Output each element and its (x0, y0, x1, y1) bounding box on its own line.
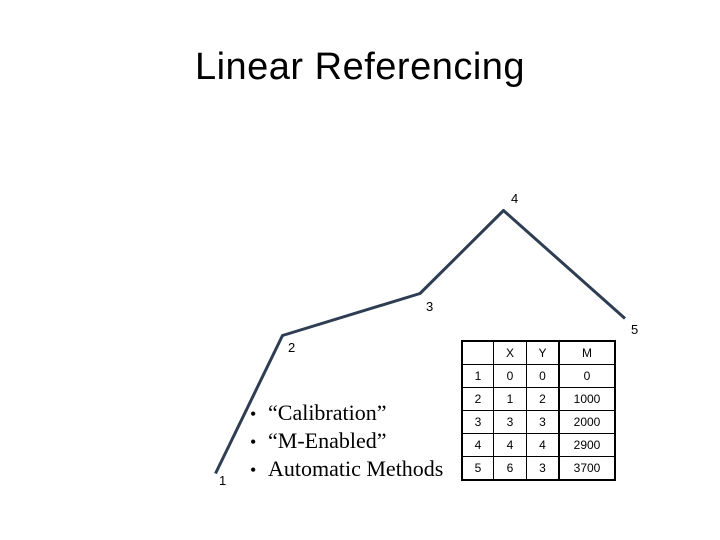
table-cell: 2000 (558, 410, 616, 434)
table-cell: 2900 (558, 433, 616, 457)
table-row: 2 1 2 1000 (461, 387, 616, 411)
table-cell: 3 (493, 410, 527, 434)
list-item: • Automatic Methods (250, 455, 443, 483)
table-cell: 0 (558, 364, 616, 388)
table-header-m: M (558, 340, 616, 365)
coordinate-table: X Y M 1 0 0 0 2 1 2 1000 3 3 3 2000 (461, 340, 616, 481)
bullet-list: • “Calibration” • “M-Enabled” • Automati… (250, 399, 443, 483)
table-cell: 4 (461, 433, 494, 457)
vertex-label-4: 4 (511, 191, 519, 206)
table-cell: 2 (526, 387, 560, 411)
table-header-x: X (493, 340, 527, 365)
slide-title: Linear Referencing (194, 46, 526, 88)
list-item: • “Calibration” (250, 399, 443, 427)
bullet-icon: • (250, 460, 257, 480)
vertex-label-5: 5 (631, 322, 639, 337)
table-header-row: X Y M (461, 340, 616, 365)
vertex-label-2: 2 (288, 340, 296, 355)
table-cell: 5 (461, 456, 494, 481)
table-cell: 3 (461, 410, 494, 434)
route-polyline (214, 209, 626, 475)
table-row: 4 4 4 2900 (461, 433, 616, 457)
vertex-label-3: 3 (426, 299, 434, 314)
table-header-blank (461, 340, 494, 365)
bullet-text-automatic-methods: Automatic Methods (268, 456, 444, 481)
table-cell: 3 (526, 410, 560, 434)
bullet-icon: • (250, 432, 257, 452)
table-cell: 4 (526, 433, 560, 457)
table-cell: 0 (526, 364, 560, 388)
table-cell: 2 (461, 387, 494, 411)
table-cell: 3700 (558, 456, 616, 481)
bullet-text-m-enabled: “M-Enabled” (268, 428, 387, 453)
table-row: 3 3 3 2000 (461, 410, 616, 434)
vertex-label-1: 1 (219, 473, 227, 488)
table-cell: 1 (493, 387, 527, 411)
list-item: • “M-Enabled” (250, 427, 443, 455)
table-cell: 4 (493, 433, 527, 457)
table-row: 1 0 0 0 (461, 364, 616, 388)
table-cell: 3 (526, 456, 560, 481)
table-row: 5 6 3 3700 (461, 456, 616, 481)
bullet-text-calibration: “Calibration” (268, 400, 387, 425)
table-cell: 1000 (558, 387, 616, 411)
table-cell: 1 (461, 364, 494, 388)
table-header-y: Y (526, 340, 560, 365)
table-cell: 6 (493, 456, 527, 481)
bullet-icon: • (250, 404, 257, 424)
table-cell: 0 (493, 364, 527, 388)
